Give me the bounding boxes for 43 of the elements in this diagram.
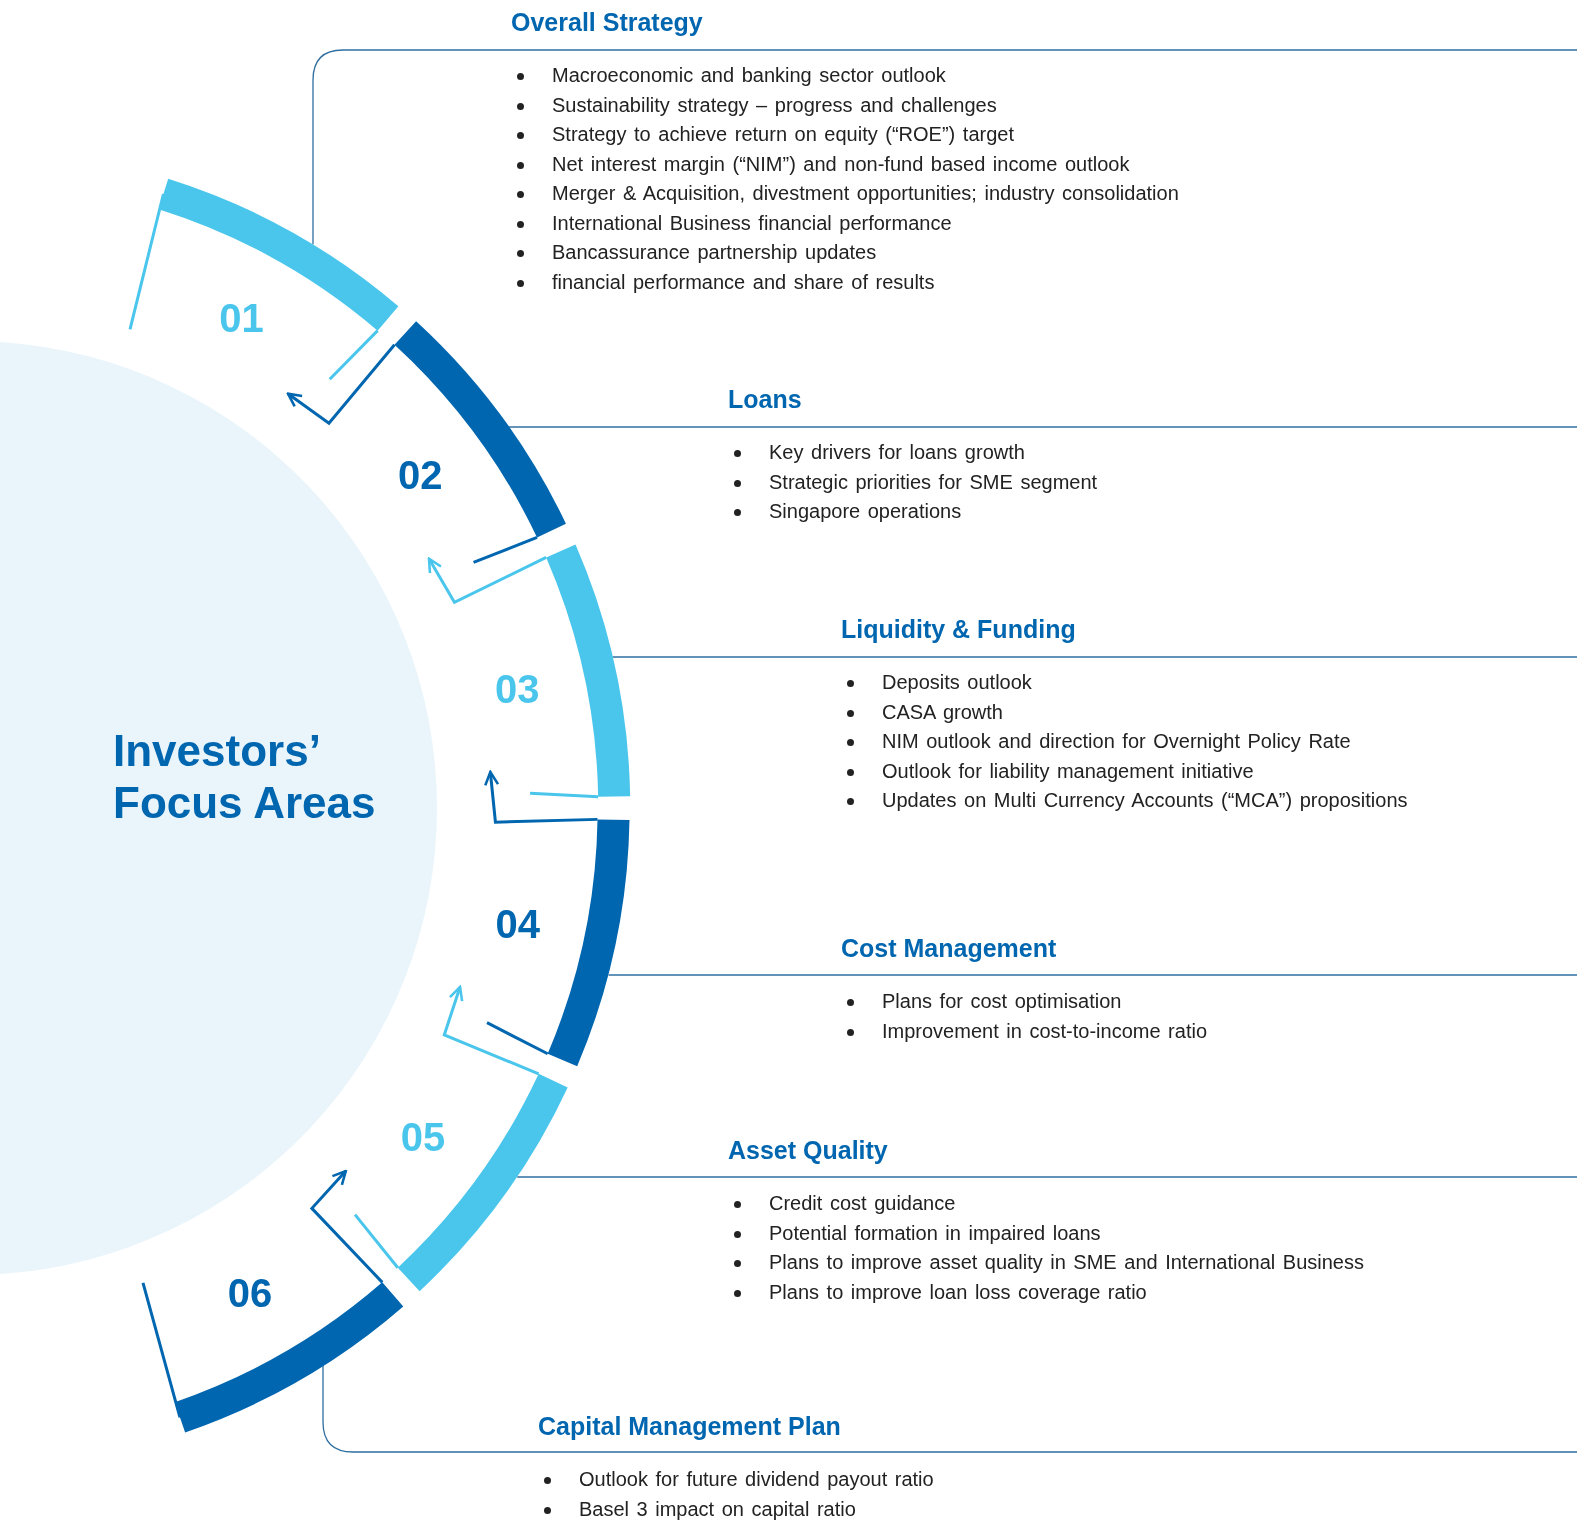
- section-heading: Liquidity & Funding: [841, 614, 1076, 645]
- focus-title: Investors’ Focus Areas: [113, 725, 377, 829]
- bullet-item: Strategic priorities for SME segment: [734, 467, 1570, 497]
- bullet-item: Net interest margin (“NIM”) and non-fund based income outlook: [517, 149, 1570, 179]
- bullet-item: Credit cost guidance: [734, 1189, 1570, 1219]
- step-number: 01: [219, 296, 264, 341]
- bullet-item: Key drivers for loans growth: [734, 438, 1570, 468]
- step-number: 03: [495, 667, 540, 712]
- bullet-item: Bancassurance partnership updates: [517, 238, 1570, 268]
- connector-line: [611, 656, 1577, 658]
- connector-line: [322, 1365, 1577, 1453]
- bullet-item: financial performance and share of results: [517, 267, 1570, 297]
- section-heading: Overall Strategy: [511, 7, 703, 38]
- bullet-item: Outlook for liability management initiative: [847, 756, 1570, 786]
- bullet-item: Singapore operations: [734, 497, 1570, 527]
- section-heading: Asset Quality: [728, 1135, 888, 1166]
- bullet-item: Macroeconomic and banking sector outlook: [517, 61, 1570, 91]
- bullet-item: Plans to improve asset quality in SME and International Business: [734, 1248, 1570, 1278]
- bullet-item: Improvement in cost-to-income ratio: [847, 1016, 1570, 1046]
- bullet-item: Potential formation in impaired loans: [734, 1218, 1570, 1248]
- bullet-item: Basel 3 impact on capital ratio: [544, 1494, 1570, 1524]
- section-heading: Cost Management: [841, 933, 1057, 964]
- bullet-item: Strategy to achieve return on equity (“ROE”) target: [517, 120, 1570, 150]
- connector-line: [508, 426, 1577, 428]
- step-number: 06: [227, 1270, 273, 1315]
- bullet-item: Plans for cost optimisation: [847, 987, 1570, 1017]
- bullet-item: Plans to improve loan loss coverage ratio: [734, 1277, 1570, 1307]
- bullet-item: Deposits outlook: [847, 668, 1570, 698]
- bullet-item: Merger & Acquisition, divestment opportunities; industry consolidation: [517, 179, 1570, 209]
- bullet-item: CASA growth: [847, 697, 1570, 727]
- step-number: 04: [495, 902, 540, 947]
- connector-line: [607, 974, 1577, 976]
- bullet-item: NIM outlook and direction for Overnight Policy Rate: [847, 727, 1570, 757]
- step-number: 05: [400, 1115, 446, 1160]
- connector-line: [516, 1176, 1577, 1178]
- connector-line: [312, 49, 1577, 245]
- bullet-item: International Business financial performance: [517, 208, 1570, 238]
- bullet-item: Outlook for future dividend payout ratio: [544, 1465, 1570, 1495]
- bullet-item: Updates on Multi Currency Accounts (“MCA”) propositions: [847, 786, 1570, 816]
- section-heading: Capital Management Plan: [538, 1411, 841, 1442]
- step-number: 02: [397, 452, 443, 497]
- bullet-item: Sustainability strategy – progress and challenges: [517, 90, 1570, 120]
- section-heading: Loans: [728, 384, 802, 415]
